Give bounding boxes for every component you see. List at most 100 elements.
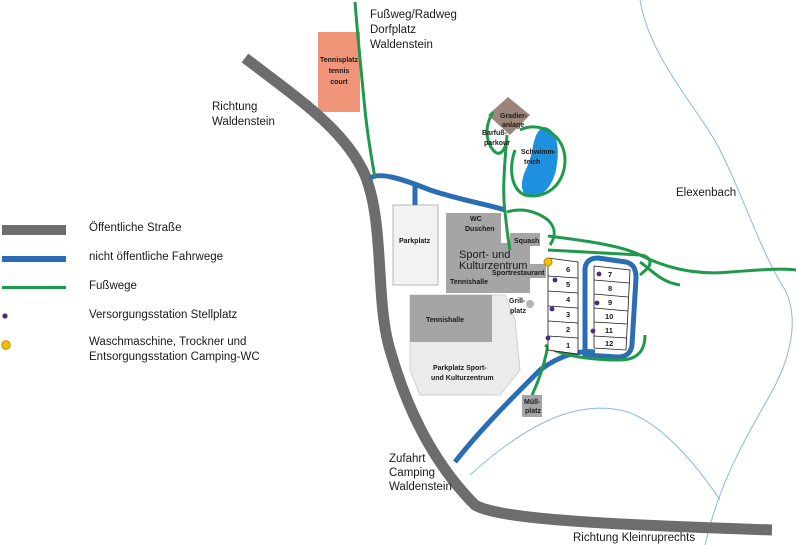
pitch-number: 2 — [566, 325, 570, 334]
service-dot-icon — [1, 340, 11, 350]
pitch-divider — [593, 293, 629, 298]
legend-label-service-2: Entsorgungsstation Camping-WC — [89, 351, 260, 363]
map-legend: Öffentliche Straße nicht öffentliche Fah… — [0, 215, 300, 375]
label-elexenbach: Elexenbach — [676, 187, 736, 199]
label-waldenstein-top: Waldenstein — [370, 39, 433, 51]
legend-row-service: Waschmaschine, Trockner und Entsorgungss… — [0, 335, 300, 369]
footpath-south — [530, 344, 550, 396]
private-road-swatch — [2, 256, 66, 262]
label-grill1: Grill- — [509, 298, 526, 305]
legend-row-footpath: Fußwege — [0, 279, 300, 299]
tennis-court — [318, 32, 360, 112]
building-restaurant — [490, 264, 546, 278]
label-gradier2: anlage — [502, 122, 524, 129]
footpath-east-link — [639, 260, 681, 287]
supply-dot — [596, 271, 602, 277]
label-richtung: Richtung — [212, 101, 257, 113]
label-barfuss2: parkour — [484, 140, 510, 147]
label-schwimm2: teich — [524, 159, 540, 166]
pitch-number: 9 — [608, 298, 612, 307]
label-kleinruprechts: Richtung Kleinruprechts — [573, 532, 695, 544]
label-schwimm1: Schwimm- — [521, 149, 557, 156]
service-station-dot — [543, 257, 553, 267]
label-waldenstein-left: Waldenstein — [212, 116, 275, 128]
building-wc — [446, 213, 501, 243]
gradier-building — [488, 97, 530, 135]
label-parkplatz-sport1: Parkplatz Sport- — [433, 365, 487, 372]
label-dorfplatz: Dorfplatz — [370, 24, 416, 36]
label-parkplatz-sport2: und Kulturzentrum — [431, 375, 494, 382]
footpath-barfuss — [485, 111, 509, 155]
label-tennishalle-small: Tennishalle — [450, 279, 488, 286]
pitch-divider — [547, 305, 579, 309]
label-parkplatz: Parkplatz — [399, 238, 431, 245]
supply-stations — [545, 271, 602, 341]
pitch-number: 6 — [566, 265, 570, 274]
pitch-divider — [547, 320, 579, 324]
public-road-swatch — [2, 225, 66, 235]
pitches-right-outline — [593, 265, 631, 351]
pitch-number: 11 — [605, 326, 613, 335]
pitch-numbers-right: 7 8 9 10 11 12 — [605, 270, 613, 348]
private-road-loop — [582, 255, 639, 360]
supply-dot — [549, 306, 555, 312]
pitch-divider — [593, 279, 630, 284]
pitch-number: 1 — [566, 341, 570, 350]
legend-label-supply: Versorgungsstation Stellplatz — [89, 309, 238, 321]
pitch-number: 3 — [566, 310, 570, 319]
label-squash: Squash — [514, 238, 539, 245]
label-gradier1: Gradier- — [500, 113, 528, 120]
stream-elexenbach — [639, 0, 793, 545]
legend-label-service-1: Waschmaschine, Trockner und — [89, 336, 247, 348]
label-court: court — [330, 79, 348, 86]
legend-row-public-road: Öffentliche Straße — [0, 221, 300, 241]
private-road-north — [368, 173, 506, 213]
pitch-number: 5 — [566, 280, 570, 289]
label-wc: WC — [470, 216, 482, 223]
label-camping: Camping — [389, 467, 435, 479]
supply-dot-icon — [2, 313, 8, 319]
pitches-left — [547, 257, 579, 355]
legend-label-public-road: Öffentliche Straße — [89, 222, 182, 234]
pitch-divider — [547, 275, 579, 279]
footpath-swatch — [2, 286, 66, 289]
legend-label-footpath: Fußwege — [89, 280, 137, 292]
label-sport2: Kulturzentrum — [459, 260, 527, 272]
pitch-divider — [593, 307, 629, 312]
label-tennisplatz: Tennisplatz — [320, 57, 358, 64]
label-barfuss1: Barfuß- — [482, 130, 508, 137]
pitch-numbers-left: 6 5 4 3 2 1 — [566, 265, 571, 350]
label-duschen: Duschen — [465, 226, 495, 233]
pitch-divider — [547, 290, 579, 294]
label-sport1: Sport- und — [459, 249, 510, 261]
label-tennishalle-big: Tennishalle — [426, 317, 464, 324]
grill-dot — [526, 300, 534, 308]
footpath-pond-loop — [510, 125, 567, 198]
supply-dot — [590, 328, 596, 334]
footpath-pond — [502, 134, 512, 251]
label-fussweg: Fußweg/Radweg — [370, 9, 457, 21]
pitches-right — [593, 265, 631, 351]
legend-row-supply: Versorgungsstation Stellplatz — [0, 308, 300, 328]
pitch-divider — [547, 335, 579, 339]
building-squash — [510, 233, 540, 246]
legend-row-private-road: nicht öffentliche Fahrwege — [0, 250, 300, 270]
swimming-pond — [521, 127, 558, 197]
stream-lower — [469, 407, 721, 501]
supply-dot — [594, 300, 600, 306]
label-tennis-en: tennis — [329, 68, 350, 75]
pitch-number: 12 — [605, 339, 613, 348]
building-muellplatz — [522, 395, 542, 417]
pitch-number: 10 — [605, 312, 613, 321]
pitch-number: 4 — [566, 295, 571, 304]
pitch-number: 8 — [608, 284, 612, 293]
label-sportrestaurant: Sportrestaurant — [492, 270, 545, 277]
label-muell2: platz — [525, 408, 541, 415]
supply-dot — [552, 277, 558, 283]
label-zufahrt: Zufahrt — [389, 453, 426, 465]
footpath-north — [353, 1, 377, 179]
pitch-number: 7 — [608, 270, 612, 279]
parkplatz-left — [392, 204, 439, 286]
legend-label-private-road: nicht öffentliche Fahrwege — [89, 251, 224, 263]
